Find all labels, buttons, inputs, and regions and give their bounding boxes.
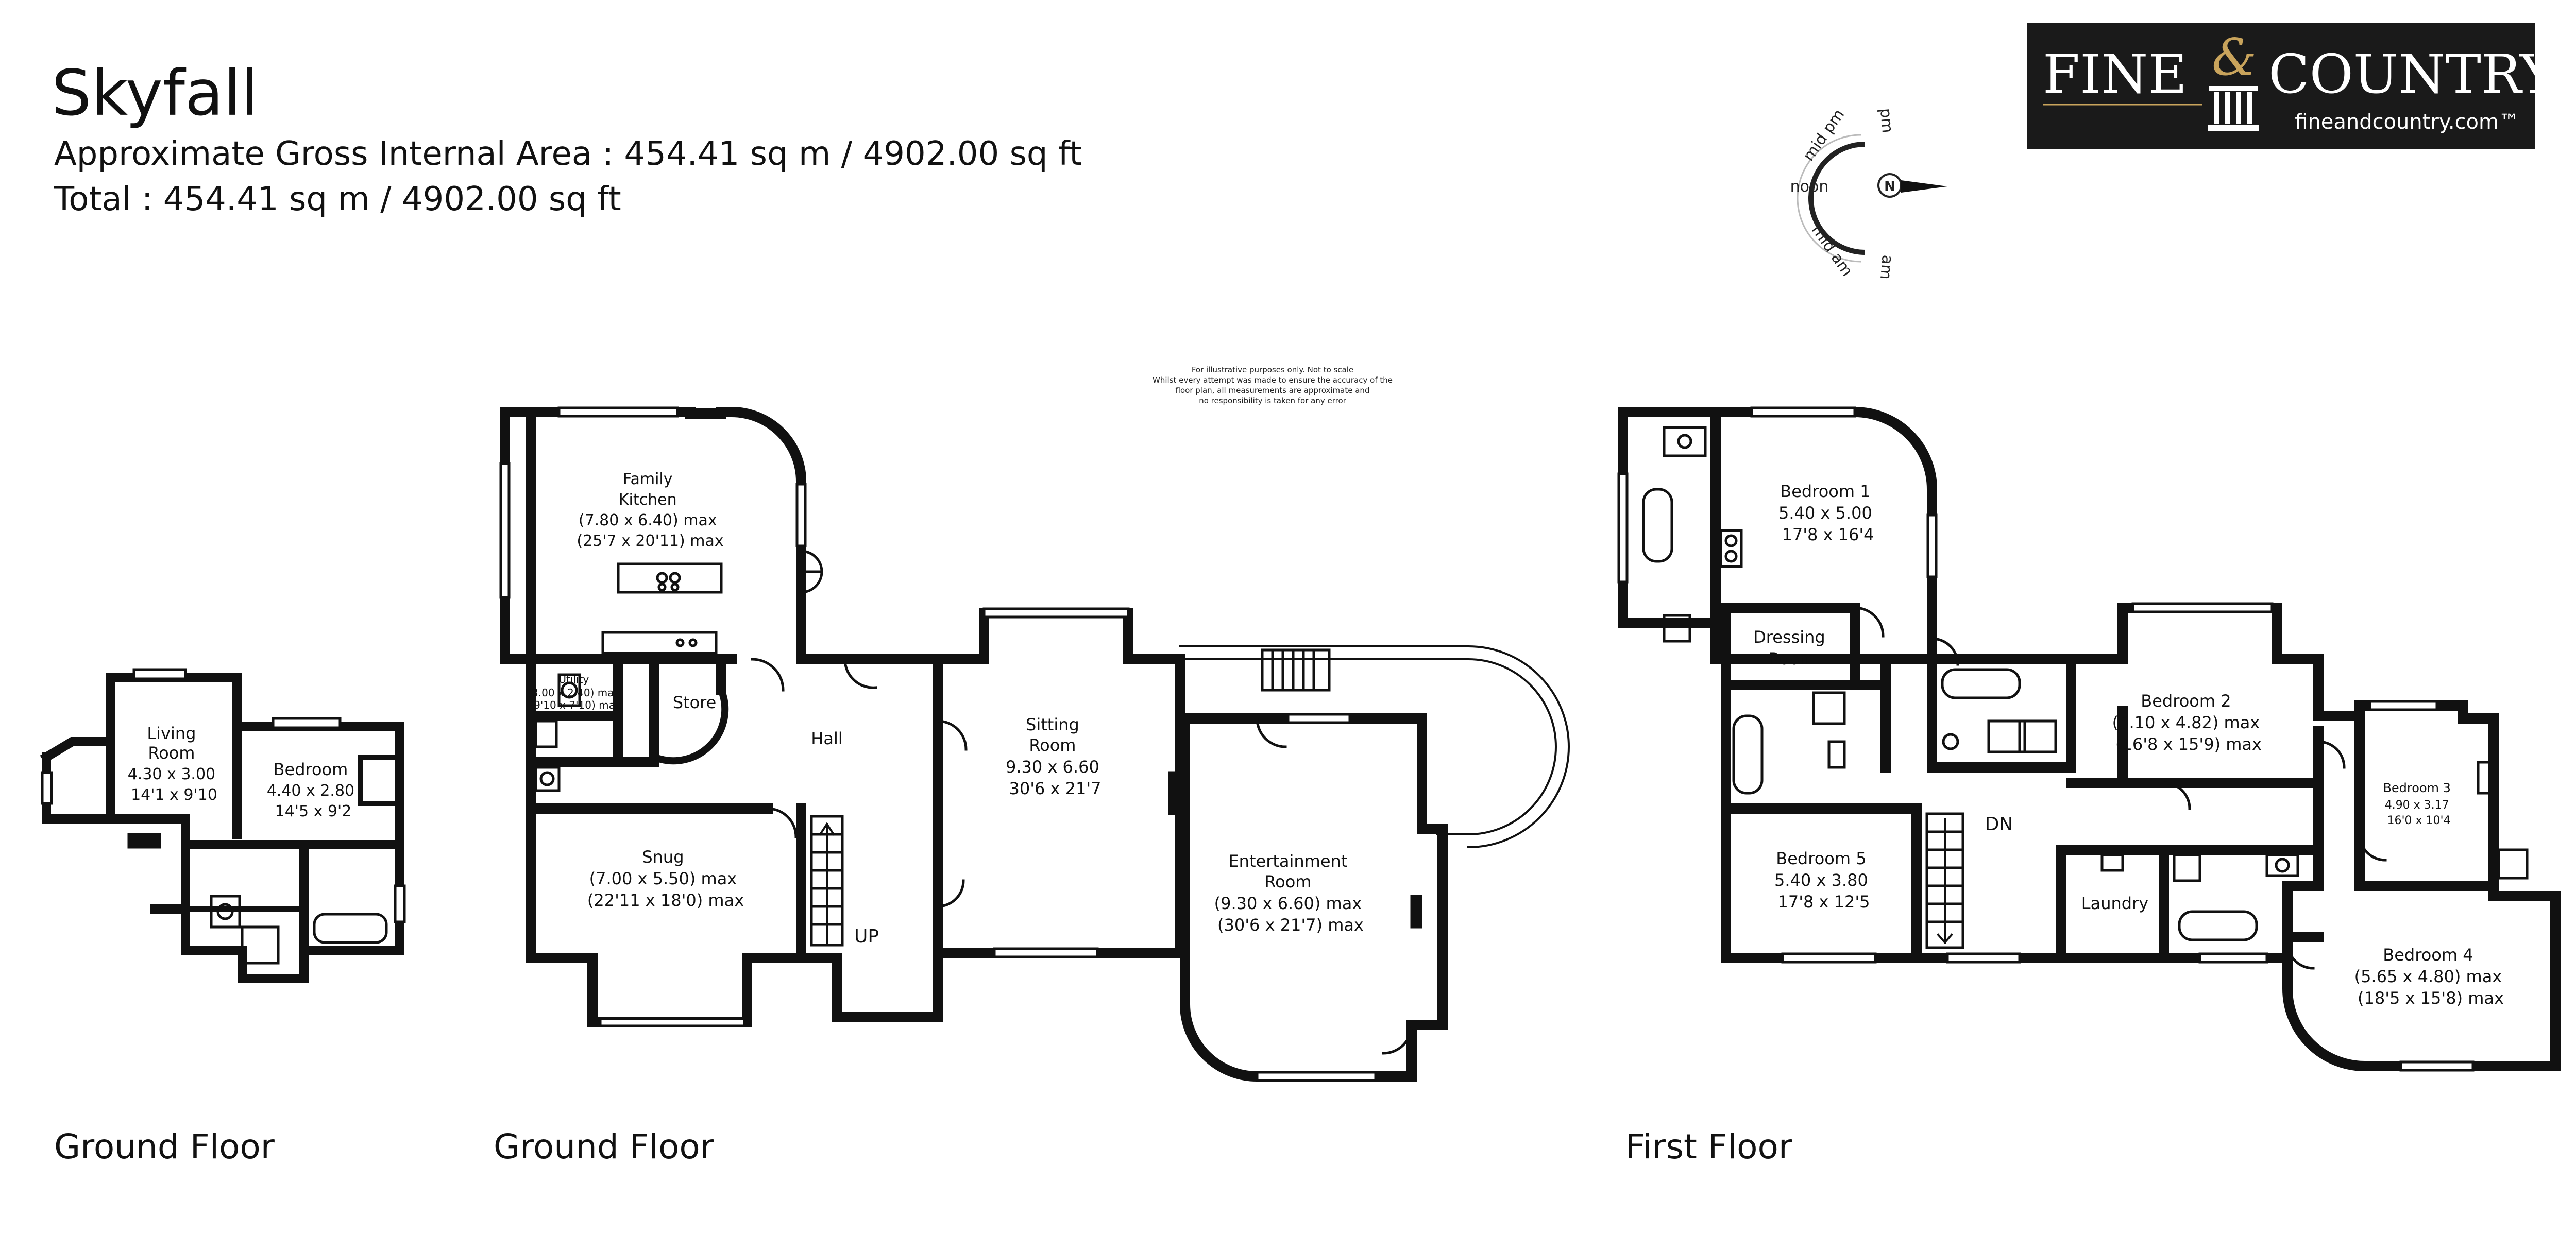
main-ground-plan xyxy=(500,407,1570,1082)
logo-background xyxy=(2027,23,2535,149)
floor-label-first: First Floor xyxy=(1625,1127,1793,1167)
room-snug: Snug (7.00 x 5.50) max (22'11 x 18'0) ma… xyxy=(587,847,744,910)
compass: N noon pm mid pm mid am am xyxy=(1790,106,1947,280)
disclaimer-line: no responsibility is taken for any error xyxy=(1199,396,1346,405)
compass-north: N xyxy=(1884,179,1895,194)
floor-label-ground: Ground Floor xyxy=(494,1127,714,1167)
logo-ampersand: & xyxy=(2212,28,2257,87)
room-sitting: Sitting Room 9.30 x 6.60 30'6 x 21'7 xyxy=(1006,715,1105,798)
room-bedroom-4: Bedroom 4 (5.65 x 4.80) max (18'5 x 15'8… xyxy=(2354,945,2507,1008)
logo-url: fineandcountry.com™ xyxy=(2295,110,2519,134)
stairs-down-label: DN xyxy=(1985,814,2013,835)
property-title: Skyfall xyxy=(52,57,259,130)
room-bedroom-2: Bedroom 2 (5.10 x 4.82) max (16'8 x 15'9… xyxy=(2112,691,2265,754)
compass-noon: noon xyxy=(1790,178,1829,196)
disclaimer-note: For illustrative purposes only. Not to s… xyxy=(1118,365,1427,406)
first-floor-details xyxy=(1617,406,2529,1072)
gross-area-line: Approximate Gross Internal Area : 454.41… xyxy=(54,135,1082,173)
room-family-kitchen: Family Kitchen (7.80 x 6.40) max (25'7 x… xyxy=(577,470,723,550)
main-ground-details xyxy=(499,406,1422,1082)
room-living: Living Room 4.30 x 3.00 14'1 x 9'10 xyxy=(128,724,221,804)
room-labels: Living Room 4.30 x 3.00 14'1 x 9'10 Bedr… xyxy=(128,470,2507,1008)
room-store: Store xyxy=(673,693,717,712)
logo-text-fine: FINE xyxy=(2043,43,2187,106)
room-annex-bedroom: Bedroom 4.40 x 2.80 14'5 x 9'2 xyxy=(267,760,360,820)
floor-label-annex: Ground Floor xyxy=(54,1127,275,1167)
room-laundry: Laundry xyxy=(2081,894,2148,913)
room-utility: Utility (3.00 x 2.40) max (9'10 x 7'10) … xyxy=(528,673,623,711)
room-hall: Hall xyxy=(811,729,842,748)
total-area-line: Total : 454.41 sq m / 4902.00 sq ft xyxy=(54,180,621,218)
room-bedroom-1: Bedroom 1 5.40 x 5.00 17'8 x 16'4 xyxy=(1778,482,1877,544)
stairs-up-label: UP xyxy=(854,926,879,947)
logo-text-country: COUNTRY xyxy=(2268,43,2535,106)
compass-mid-pm: mid pm xyxy=(1800,106,1848,165)
disclaimer-line: For illustrative purposes only. Not to s… xyxy=(1191,365,1354,374)
fine-and-country-logo: FINE & COUNTRY fineandcountry.com™ xyxy=(2027,23,2556,149)
annex-details xyxy=(41,668,406,965)
room-dressing: Dressing Room xyxy=(1753,627,1831,669)
disclaimer-line: Whilst every attempt was made to ensure … xyxy=(1152,375,1393,385)
compass-am: am xyxy=(1876,254,1896,280)
room-bedroom-5: Bedroom 5 5.40 x 3.80 17'8 x 12'5 xyxy=(1774,849,1873,912)
room-entertainment: Entertainment Room (9.30 x 6.60) max (30… xyxy=(1214,851,1367,935)
annex-plan xyxy=(40,673,404,983)
logo-column-icon xyxy=(2208,86,2259,131)
disclaimer-line: floor plan, all measurements are approxi… xyxy=(1175,386,1370,395)
room-bedroom-3: Bedroom 3 4.90 x 3.17 16'0 x 10'4 xyxy=(2383,781,2454,827)
compass-pm: pm xyxy=(1876,108,1896,134)
logo-mark: FINE & COUNTRY fineandcountry.com™ xyxy=(2027,23,2556,149)
